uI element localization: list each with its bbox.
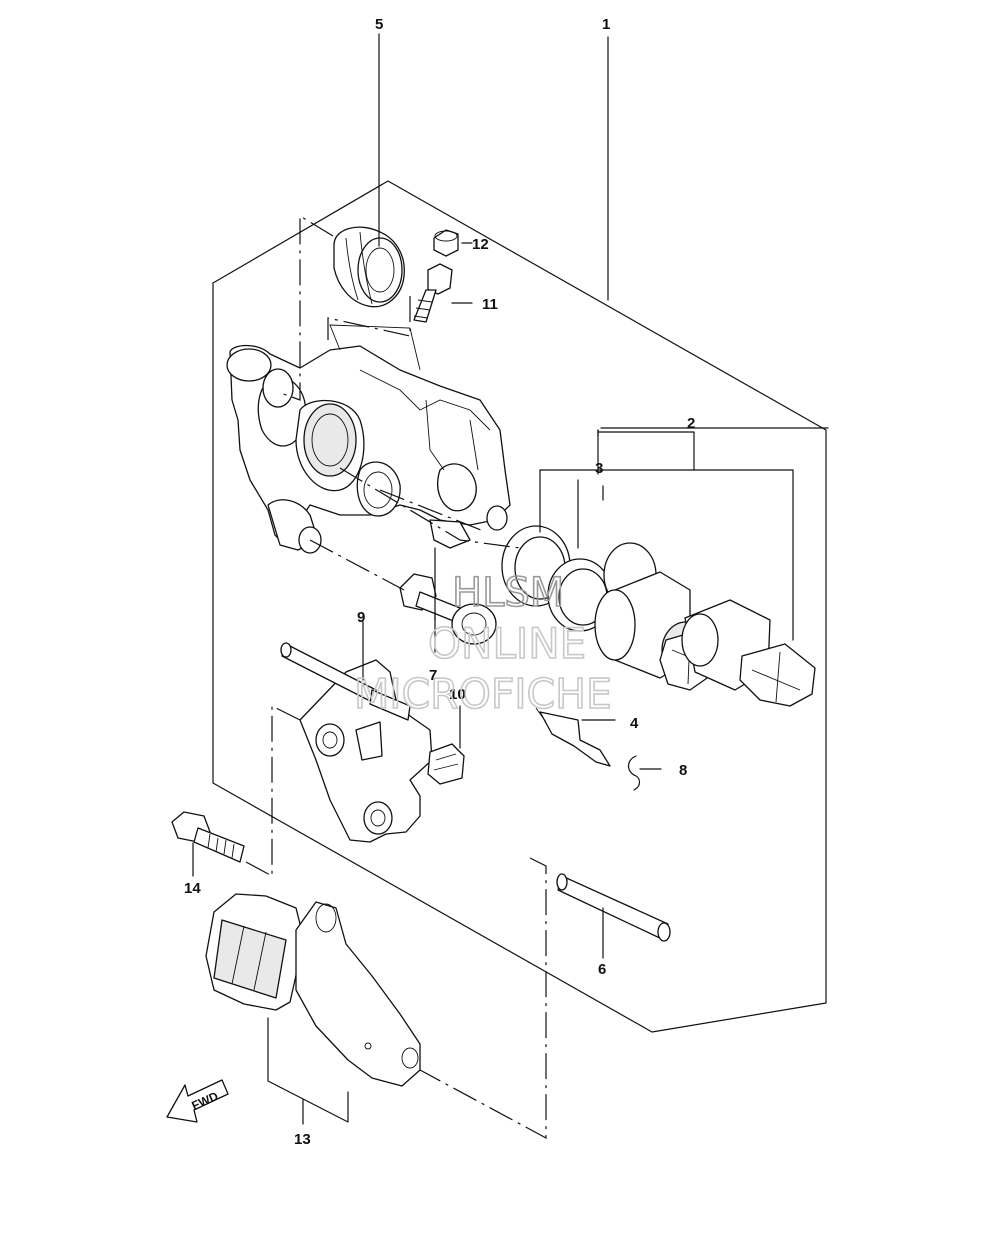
part-2-piston-2 xyxy=(681,599,816,707)
callout-13: 13 xyxy=(294,1131,311,1148)
part-8-pin-clip xyxy=(627,755,641,791)
part-10-pad-spring-clip xyxy=(427,743,465,785)
watermark-line-1: HLSM xyxy=(452,570,564,616)
callout-numbers: 1 2 3 4 5 6 7 8 9 10 11 12 13 14 xyxy=(184,16,695,1148)
part-5-boot xyxy=(333,226,405,308)
callout-7: 7 xyxy=(429,667,437,684)
callout-4: 4 xyxy=(630,715,639,732)
part-2-piston-1 xyxy=(594,571,716,691)
callout-3: 3 xyxy=(595,460,603,477)
part-6-pad-pin xyxy=(556,873,671,942)
callout-6: 6 xyxy=(598,961,606,978)
part-12-bleeder-cap xyxy=(433,229,459,257)
watermark-line-2: ONLINE xyxy=(428,619,586,668)
part-4-pad-spring xyxy=(535,707,611,767)
callout-14: 14 xyxy=(184,880,201,897)
installation-guide-lines xyxy=(245,214,547,1140)
part-13-brake-pads xyxy=(205,893,421,1087)
callout-10: 10 xyxy=(449,686,466,703)
part-11-bleeder-valve xyxy=(413,263,453,323)
callout-9: 9 xyxy=(357,609,365,626)
watermark-line-3: MICROFICHE xyxy=(354,670,612,718)
forward-direction-arrow: FWD xyxy=(166,1079,229,1123)
part-7-bolt xyxy=(399,573,497,645)
watermark: HLSM ONLINE MICROFICHE xyxy=(353,569,613,719)
callout-8: 8 xyxy=(679,762,687,779)
callout-2: 2 xyxy=(687,415,695,432)
callout-5: 5 xyxy=(375,16,383,33)
part-9-bracket xyxy=(280,642,433,843)
caliper-body xyxy=(226,324,511,554)
part-14-mounting-bolt xyxy=(171,811,245,863)
assembly-boundary-box xyxy=(212,180,827,1033)
callout-1: 1 xyxy=(602,16,610,33)
callout-12: 12 xyxy=(472,236,489,253)
callout-11: 11 xyxy=(482,296,498,313)
callout-leader-lines xyxy=(192,33,829,1125)
